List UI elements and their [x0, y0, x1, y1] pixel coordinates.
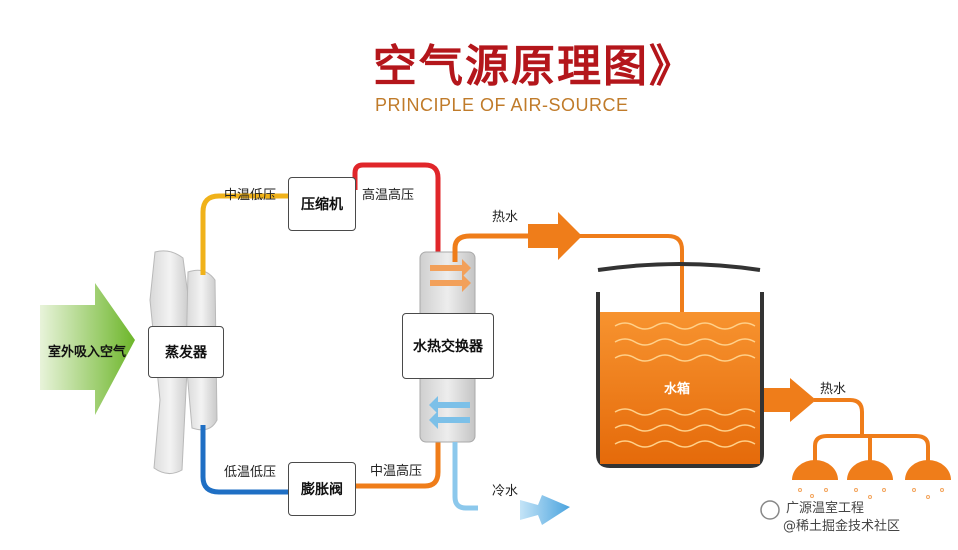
tank-wall — [596, 292, 764, 468]
outdoor-air-label: 室外吸入空气 — [48, 345, 127, 360]
hot-water-out-label: 热水 — [492, 210, 519, 225]
outdoor-air-arrow — [40, 283, 135, 415]
watermark-line-2: @稀土掘金技术社区 — [783, 519, 901, 534]
compressor-box: 压缩机 — [288, 177, 356, 231]
tank-lid — [597, 262, 761, 272]
expansion-valve-box: 膨胀阀 — [288, 462, 356, 516]
shower-head-1 — [792, 460, 838, 480]
page-subtitle: PRINCIPLE OF AIR-SOURCE — [375, 95, 629, 115]
hot-water-pipe — [452, 233, 530, 262]
pipe-low-temp-low-pressure — [200, 425, 288, 495]
hot-water-supply-label: 热水 — [820, 382, 847, 397]
mid-temp-low-pressure-label: 中温低压 — [224, 188, 277, 203]
evaporator-box: 蒸发器 — [148, 326, 224, 378]
low-temp-low-pressure-label: 低温低压 — [224, 465, 277, 480]
pipe-mid-temp-high-pressure — [355, 432, 441, 489]
mid-temp-high-pressure-label: 中温高压 — [370, 464, 423, 479]
page-title: 空气源原理图》 — [373, 41, 695, 92]
watermark-line-1: 广源温室工程 — [786, 501, 865, 516]
pipe-mid-temp-low-pressure — [200, 193, 288, 275]
pipe-high-temp-high-pressure — [352, 162, 441, 262]
water-tank-label: 水箱 — [664, 382, 691, 397]
shower-drops — [798, 488, 944, 499]
hot-water-supply-arrow — [764, 378, 816, 422]
hot-water-arrow — [528, 212, 582, 260]
high-temp-high-pressure-label: 高温高压 — [362, 188, 415, 203]
watermark-logo-icon — [760, 500, 780, 520]
cold-water-label: 冷水 — [492, 484, 519, 499]
heat-exchanger-cold-arrows — [429, 396, 470, 429]
tank-waves — [614, 322, 756, 448]
cold-water-pipe — [452, 442, 478, 511]
heat-exchanger-hot-arrows — [430, 259, 471, 292]
heat-exchanger-box: 水热交换器 — [402, 313, 494, 379]
cold-water-arrow — [520, 495, 570, 525]
supply-pipe-main — [814, 398, 864, 436]
shower-head-3 — [905, 460, 951, 480]
hot-water-into-tank-pipe — [580, 234, 684, 312]
shower-head-2 — [847, 460, 893, 480]
tank-water — [600, 312, 760, 464]
